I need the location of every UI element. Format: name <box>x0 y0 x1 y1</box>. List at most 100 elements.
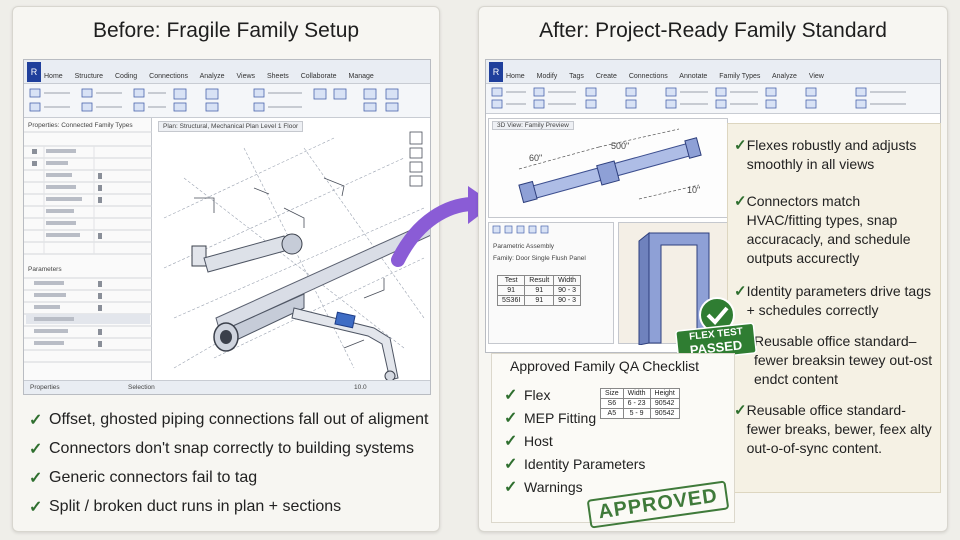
dialog-toolbar[interactable] <box>489 224 615 236</box>
menu-item[interactable]: Analyze <box>771 73 797 80</box>
check-icon: ✓ <box>29 498 43 516</box>
status-bar: Properties Selection 10.0 <box>24 380 430 394</box>
before-panel: Before: Fragile Family Setup R Home Stru… <box>12 6 440 532</box>
before-title: Before: Fragile Family Setup <box>92 19 360 42</box>
menu-item[interactable]: Modify <box>536 73 558 80</box>
menu-item[interactable]: Connections <box>149 73 189 80</box>
col-header: Test <box>496 275 526 286</box>
ribbon-menu: R Home Modify Tags Create Connections An… <box>486 60 940 84</box>
menu-item[interactable]: Connections <box>628 73 668 80</box>
benefit-item: ✓Flexes robustly and adjusts smoothly in… <box>734 137 917 172</box>
menu-item[interactable]: View <box>808 73 824 80</box>
check-icon: ✓ <box>504 410 518 427</box>
benefit-item: ✓Connectors match HVAC/fitting types, sn… <box>734 193 911 266</box>
qa-item: ✓Identity Parameters <box>504 453 645 476</box>
benefit-item: Reusable office standard– fewer breaksin… <box>754 333 933 387</box>
col-header: Height <box>649 388 680 399</box>
family-label: Family: Door Single Flush Panel <box>493 255 586 262</box>
status-right: 10.0 <box>354 384 367 391</box>
ribbon-toolbar <box>24 84 430 118</box>
door-frame-drawing <box>638 231 710 346</box>
menu-item[interactable]: Analyze <box>199 73 225 80</box>
family-types-dialog: Parametric Assembly Family: Door Single … <box>488 222 614 344</box>
family-3d-view[interactable]: 3D View: Family Preview 60" 500" 10" <box>488 118 728 218</box>
toolbar-icons[interactable] <box>486 84 941 114</box>
table-heading: Parametric Assembly <box>493 243 555 250</box>
col-header: Width <box>553 275 582 286</box>
check-icon: ✓ <box>504 433 518 450</box>
qa-item: ✓Flex <box>504 384 645 407</box>
issue-item: ✓Generic connectors fail to tag <box>29 468 258 487</box>
qa-title: Approved Family QA Checklist <box>510 358 700 374</box>
check-icon: ✓ <box>504 456 518 473</box>
check-icon: ✓ <box>29 469 43 487</box>
after-panel: After: Project-Ready Family Standard R H… <box>478 6 948 532</box>
benefits-card: ✓Flexes robustly and adjusts smoothly in… <box>727 123 941 493</box>
menu-item[interactable]: Views <box>236 73 256 80</box>
menu-item[interactable]: Home <box>506 73 525 80</box>
toolbar-icons[interactable] <box>24 84 431 118</box>
check-icon: ✓ <box>504 479 518 496</box>
col-header: Result <box>524 275 555 286</box>
dimension-b: 500" <box>611 141 630 151</box>
flex-test-badge: FLEX TEST PASSED <box>675 297 757 362</box>
table-row[interactable]: 5S36I 91 90 - 3 <box>496 295 582 306</box>
pipe-assembly-drawing <box>518 128 702 204</box>
app-logo-icon[interactable]: R <box>489 62 503 82</box>
qa-item: ✓Host <box>504 430 645 453</box>
ribbon-menu: R Home Structure Coding Connections Anal… <box>24 60 430 84</box>
table-row[interactable]: 91 91 90 - 3 <box>496 285 582 296</box>
check-icon: ✓ <box>734 402 747 419</box>
menu-item[interactable]: Manage <box>348 73 374 80</box>
check-icon: ✓ <box>504 387 518 404</box>
qa-items: ✓Flex ✓MEP Fitting ✓Host ✓Identity Param… <box>504 384 645 499</box>
menu-item[interactable]: Structure <box>74 73 104 80</box>
status-mid: Selection <box>128 384 155 391</box>
menu-item[interactable]: Family Types <box>719 73 761 80</box>
properties-rows[interactable] <box>24 118 152 382</box>
benefits-list: ✓Flexes robustly and adjusts smoothly in… <box>734 136 938 458</box>
dimension-c: 10" <box>687 185 701 195</box>
qa-item: ✓MEP Fitting <box>504 407 645 430</box>
before-screenshot: R Home Structure Coding Connections Anal… <box>23 59 431 395</box>
col-header: Size <box>600 388 624 399</box>
drawing-canvas[interactable]: Plan: Structural, Mechanical Plan Level … <box>154 118 430 382</box>
menu-item[interactable]: Home <box>44 73 63 80</box>
fragile-pipe-drawing <box>163 131 430 382</box>
menu-item[interactable]: Create <box>595 73 617 80</box>
properties-header: Properties: Connected Family Types <box>28 122 133 129</box>
properties-panel: Properties: Connected Family Types <box>24 118 152 382</box>
qa-item: ✓Warnings <box>504 476 645 499</box>
issue-item: ✓Connectors don't snap correctly to buil… <box>29 439 415 458</box>
table-row[interactable]: A5 5 - 9 90542 <box>600 408 680 419</box>
menu-item[interactable]: Coding <box>115 73 138 80</box>
menu-item[interactable]: Tags <box>569 73 584 80</box>
status-left: Properties <box>30 384 60 391</box>
qa-checklist-card: Approved Family QA Checklist ✓Flex ✓MEP … <box>491 353 735 529</box>
dimension-a: 60" <box>529 153 543 163</box>
view-tab[interactable]: 3D View: Family Preview <box>492 121 574 130</box>
app-logo-icon[interactable]: R <box>27 62 41 82</box>
benefit-item: ✓Identity parameters drive tags + schedu… <box>734 283 931 318</box>
check-icon: ✓ <box>29 411 43 429</box>
menu-item[interactable]: Collaborate <box>300 73 337 80</box>
menu-bar: Home Modify Tags Create Connections Anno… <box>506 73 834 80</box>
check-icon: ✓ <box>734 193 747 210</box>
col-header: Width <box>622 388 651 399</box>
benefit-item: ✓Reusable office standard- fewer breaks,… <box>734 402 932 456</box>
palette-title: Parameters <box>28 266 62 273</box>
issue-item: ✓Split / broken duct runs in plan + sect… <box>29 497 342 516</box>
view-tab[interactable]: Plan: Structural, Mechanical Plan Level … <box>158 121 304 132</box>
menu-item[interactable]: Annotate <box>679 73 708 80</box>
check-icon: ✓ <box>734 137 747 154</box>
before-issues-list: ✓Offset, ghosted piping connections fall… <box>29 405 429 521</box>
table-row[interactable]: S6 6 - 23 90542 <box>600 398 680 409</box>
check-icon: ✓ <box>29 440 43 458</box>
issue-item: ✓Offset, ghosted piping connections fall… <box>29 410 429 429</box>
ribbon-toolbar <box>486 84 940 114</box>
check-icon: ✓ <box>734 283 747 300</box>
menu-item[interactable]: Sheets <box>266 73 289 80</box>
qa-size-table: Size Width Height S6 6 - 23 90542 A5 5 -… <box>600 388 680 419</box>
after-title: After: Project-Ready Family Standard <box>539 19 887 42</box>
family-parameter-table: Test Result Width 91 91 90 - 3 5S36I 91 … <box>496 275 582 306</box>
